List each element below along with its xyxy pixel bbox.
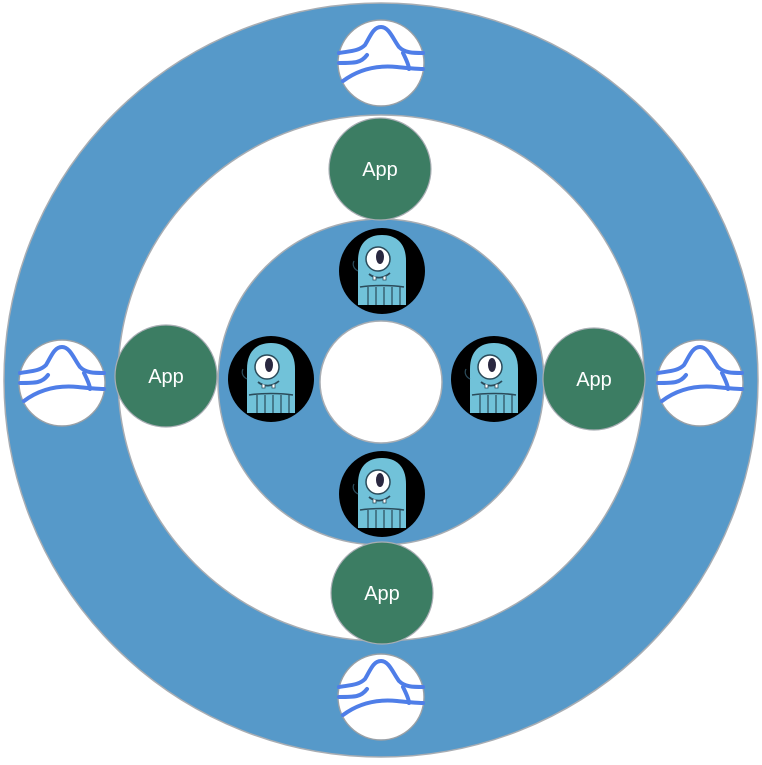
mascot-bottom (338, 450, 426, 538)
app-label: App (576, 369, 612, 391)
app-node-right: App (542, 327, 646, 431)
monitor-left (17, 338, 107, 428)
monitor-top (336, 18, 426, 108)
distribution-curve-icon (336, 18, 426, 108)
center-hole (319, 320, 443, 444)
mascot-left (227, 335, 315, 423)
app-node-left: App (114, 324, 218, 428)
mascot-top (338, 227, 426, 315)
scylla-mascot-icon (338, 450, 426, 538)
scylla-mascot-icon (227, 335, 315, 423)
scylla-mascot-icon (338, 227, 426, 315)
app-label: App (364, 583, 400, 605)
mascot-right (450, 335, 538, 423)
monitor-right (655, 338, 745, 428)
scylla-mascot-icon (450, 335, 538, 423)
app-label: App (362, 159, 398, 181)
distribution-curve-icon (17, 338, 107, 428)
distribution-curve-icon (336, 652, 426, 742)
app-node-top: App (328, 117, 432, 221)
app-node-bottom: App (330, 541, 434, 645)
distribution-curve-icon (655, 338, 745, 428)
app-label: App (148, 366, 184, 388)
monitor-bottom (336, 652, 426, 742)
